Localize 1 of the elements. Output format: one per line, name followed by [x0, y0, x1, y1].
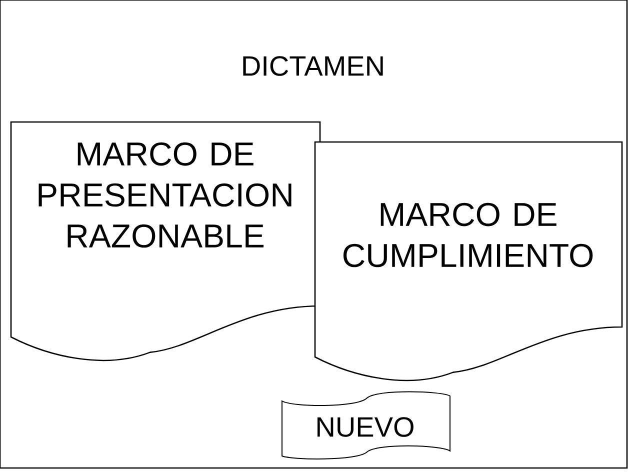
node-label: MARCO DE CUMPLIMIENTO [343, 202, 593, 268]
